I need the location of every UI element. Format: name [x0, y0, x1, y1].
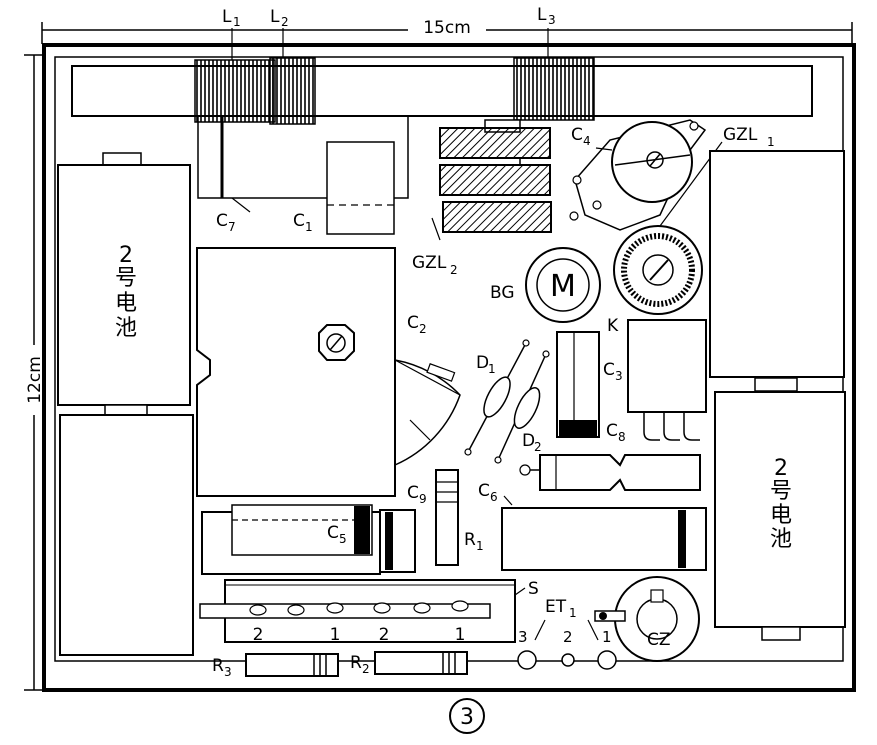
width-label: 15cm	[423, 18, 471, 38]
c3-sub: 3	[615, 369, 623, 383]
diode-d1	[464, 339, 530, 456]
et1-label: ET	[545, 597, 567, 617]
switch-position-4: 1	[455, 625, 466, 645]
l3-label: L	[537, 5, 547, 25]
l2-label: L	[270, 7, 280, 27]
resistor-r1	[435, 469, 459, 566]
c7-label: C	[216, 211, 228, 231]
c8-label: C	[606, 421, 618, 441]
c1-sub: 1	[305, 220, 313, 234]
battery-right-char1: 号	[770, 479, 792, 504]
et1-pin-3: 3	[518, 628, 528, 646]
r1-sub: 1	[476, 539, 484, 553]
c7-sub: 7	[228, 220, 236, 234]
c8-sub: 8	[618, 430, 626, 444]
c9-label: C	[407, 483, 419, 503]
earphone-jack-et1	[517, 619, 617, 670]
gzl1-sub: 1	[767, 135, 775, 149]
capacitor-c2	[196, 247, 461, 497]
l1-sub: 1	[233, 15, 241, 29]
et1-pin-1: 1	[602, 628, 612, 646]
battery-left-char2: 电	[115, 291, 137, 316]
gzl2-sub: 2	[450, 263, 458, 277]
c3-label: C	[603, 360, 615, 380]
r2-sub: 2	[362, 662, 370, 676]
dimension-width: 15cm	[41, 14, 853, 44]
resistor-r2	[374, 651, 468, 675]
battery-right-number: 2	[774, 456, 788, 481]
gzl2-label: GZL	[412, 253, 447, 273]
et1-sub: 1	[569, 606, 577, 620]
transformer-gzl1	[613, 141, 723, 315]
l1-label: L	[222, 7, 232, 27]
d2-label: D	[522, 431, 535, 451]
c9-sub: 9	[419, 492, 427, 506]
switch-position-2: 1	[330, 625, 341, 645]
k-label: K	[607, 316, 619, 336]
capacitor-c3	[556, 331, 600, 438]
socket-cz	[594, 576, 700, 662]
c2-sub: 2	[419, 322, 427, 336]
transformer-gzl2	[431, 119, 552, 241]
battery-right-char2: 电	[770, 503, 792, 528]
c4-label: C	[571, 125, 583, 145]
ferrite-antenna	[71, 28, 813, 125]
capacitor-c9	[379, 509, 416, 573]
capacitor-c6	[501, 495, 707, 571]
d2-sub: 2	[534, 440, 542, 454]
diode-d2	[494, 350, 550, 464]
figure-number-text: 3	[460, 705, 474, 730]
coil-l1	[194, 59, 276, 123]
l2-sub: 2	[281, 15, 289, 29]
capacitor-c7	[197, 116, 409, 213]
c1-label: C	[293, 211, 305, 231]
c6-label: C	[478, 481, 490, 501]
figure-number: 3	[449, 698, 485, 734]
switch-s	[199, 579, 526, 643]
l3-sub: 3	[548, 13, 556, 27]
c5-label: C	[327, 523, 339, 543]
c4-sub: 4	[583, 134, 591, 148]
r1-label: R	[464, 530, 476, 550]
c2-label: C	[407, 313, 419, 333]
r3-label: R	[212, 656, 224, 676]
capacitor-c8	[519, 454, 701, 491]
battery-left-char1: 号	[115, 266, 137, 291]
bg-label: BG	[490, 283, 515, 303]
battery-right-char3: 池	[770, 527, 792, 552]
c6-sub: 6	[490, 490, 498, 504]
switch-position-1: 2	[253, 625, 264, 645]
speaker-bg	[525, 247, 601, 323]
capacitor-c1	[326, 141, 395, 235]
battery-left-char3: 池	[115, 316, 137, 341]
bg-mark: M	[550, 269, 576, 304]
et1-pin-2: 2	[563, 628, 573, 646]
d1-label: D	[476, 353, 489, 373]
s-label: S	[528, 579, 539, 599]
r2-label: R	[350, 653, 362, 673]
resistor-r3	[245, 653, 339, 677]
switch-position-3: 2	[379, 625, 390, 645]
gzl1-label: GZL	[723, 125, 758, 145]
switch-k	[627, 319, 707, 441]
d1-sub: 1	[488, 362, 496, 376]
battery-left	[57, 152, 191, 416]
battery-left-lower	[59, 414, 194, 656]
c5-sub: 5	[339, 532, 347, 546]
height-label: 12cm	[25, 356, 45, 404]
board-outline	[42, 43, 856, 692]
battery-right	[709, 150, 846, 641]
r3-sub: 3	[224, 665, 232, 679]
battery-left-number: 2	[119, 243, 133, 268]
capacitor-c4	[569, 119, 707, 231]
capacitor-c5	[201, 504, 381, 575]
coil-l3	[513, 57, 595, 121]
coil-l2	[269, 57, 316, 125]
cz-label: CZ	[647, 630, 671, 650]
